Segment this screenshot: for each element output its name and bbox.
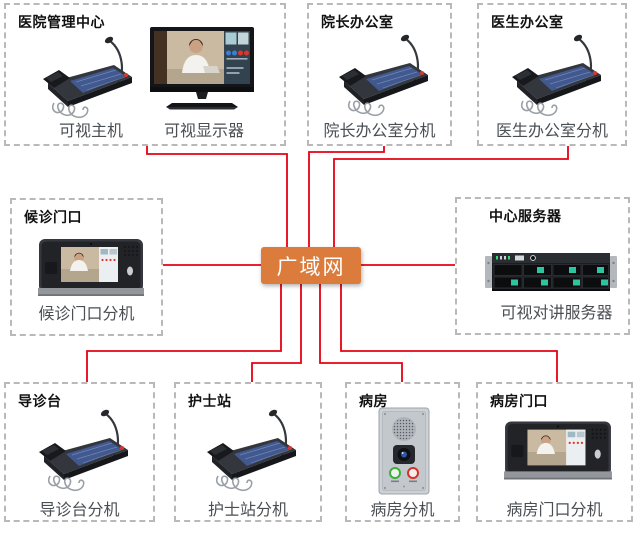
device-caption: 候诊门口分机 <box>38 304 135 323</box>
group-title: 护士站 <box>188 394 232 410</box>
wall-intercom-image <box>502 420 614 482</box>
device-caption: 院长办公室分机 <box>323 121 436 140</box>
group-title: 院长办公室 <box>321 15 394 31</box>
group-nurse-station: 护士站 护士站分机 <box>174 382 322 522</box>
device-caption: 可视主机 <box>58 121 123 140</box>
device-caption: 可视对讲服务器 <box>500 303 613 322</box>
video-monitor-image <box>146 25 258 113</box>
group-doctor-office: 医生办公室 医生办公室分机 <box>477 3 627 146</box>
group-hospital-management-center: 医院管理中心 可视主机 可视显示器 <box>4 3 286 146</box>
rack-server-image <box>484 251 618 295</box>
group-title: 候诊门口 <box>24 210 82 226</box>
group-title: 医院管理中心 <box>18 15 105 31</box>
wan-hub-label: 广域网 <box>276 254 346 279</box>
device-caption: 可视显示器 <box>163 121 244 140</box>
device-caption: 病房分机 <box>370 500 435 519</box>
group-title: 导诊台 <box>18 394 62 410</box>
group-title: 医生办公室 <box>491 15 564 31</box>
device-caption: 医生办公室分机 <box>495 121 608 140</box>
group-waiting-entrance: 候诊门口 候诊门口分机 <box>10 198 163 336</box>
group-title: 中心服务器 <box>489 209 562 225</box>
desk-intercom-image <box>322 31 442 121</box>
device-caption: 护士站分机 <box>207 500 288 519</box>
wan-hub-node: 广域网 <box>261 247 361 284</box>
wall-intercom-image <box>36 238 146 298</box>
ward-panel-image <box>372 407 436 495</box>
group-guidance-desk: 导诊台 导诊台分机 <box>4 382 155 522</box>
device-caption: 病房门口分机 <box>506 500 603 519</box>
group-ward: 病房 病房分机 <box>345 382 460 522</box>
group-title: 病房门口 <box>490 394 548 410</box>
desk-intercom-image <box>26 33 146 123</box>
device-caption: 导诊台分机 <box>39 500 120 519</box>
desk-intercom-image <box>495 31 615 121</box>
desk-intercom-image <box>22 406 142 496</box>
group-central-server: 中心服务器 可视对讲服务器 <box>455 197 630 335</box>
group-director-office: 院长办公室 院长办公室分机 <box>307 3 452 146</box>
desk-intercom-image <box>190 406 310 496</box>
group-title: 病房 <box>359 394 388 410</box>
group-ward-entrance: 病房门口 病房门口分机 <box>476 382 633 522</box>
